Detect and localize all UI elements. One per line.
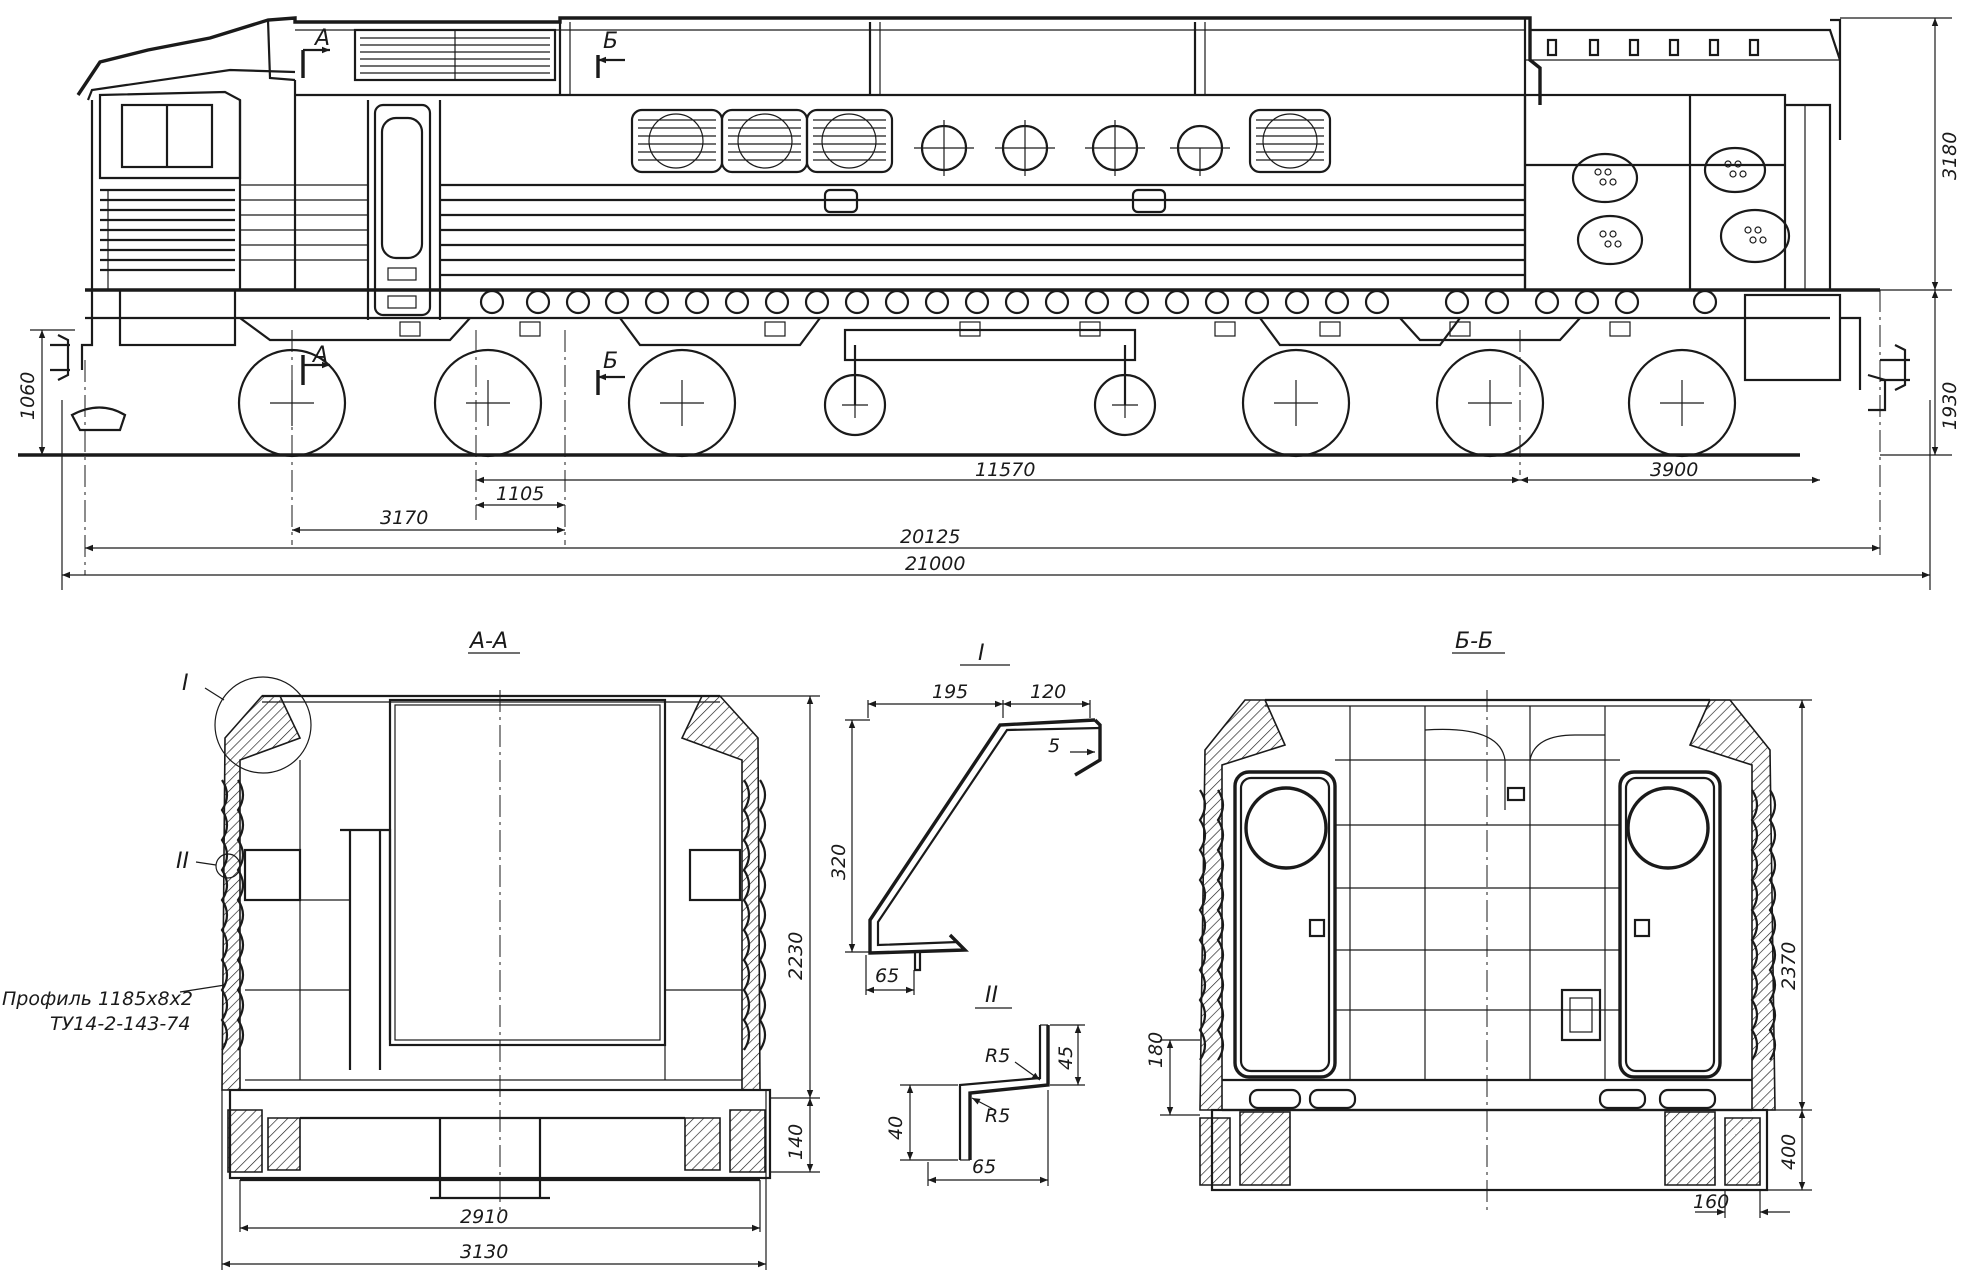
svg-text:2370: 2370 <box>1778 942 1800 990</box>
dim-40: 40 <box>885 1084 958 1161</box>
dim-195: 195 <box>867 681 1004 718</box>
svg-text:195: 195 <box>932 681 968 703</box>
svg-text:3170: 3170 <box>380 507 428 529</box>
svg-text:2910: 2910 <box>460 1206 508 1228</box>
dim-140: 140 <box>770 1097 820 1173</box>
dim-1060: 1060 <box>17 329 75 455</box>
dim-r5-upper: R5 <box>985 1045 1041 1081</box>
dim-21000: 21000 <box>62 553 1930 579</box>
svg-text:А: А <box>311 343 328 368</box>
svg-text:3130: 3130 <box>460 1241 508 1263</box>
svg-text:65: 65 <box>972 1156 996 1178</box>
svg-text:320: 320 <box>828 844 850 880</box>
section-mark-b-top: Б <box>596 29 625 78</box>
svg-text:1930: 1930 <box>1939 382 1961 430</box>
detail-i: I 195 120 5 320 <box>828 641 1102 995</box>
profile-note: Профиль 1185х8х2 <box>2 988 193 1010</box>
dim-320: 320 <box>828 719 870 953</box>
section-bb: Б-Б <box>1145 629 1812 1218</box>
svg-text:2230: 2230 <box>785 932 807 980</box>
svg-text:R5: R5 <box>985 1105 1010 1127</box>
svg-text:21000: 21000 <box>905 553 965 575</box>
svg-text:А: А <box>313 26 330 51</box>
dim-2370: 2370 <box>1710 699 1812 1111</box>
dim-65-detail-ii: 65 <box>927 1090 1049 1186</box>
svg-text:65: 65 <box>875 965 899 987</box>
detail-i-title: I <box>978 641 985 666</box>
dim-5: 5 <box>1048 735 1095 757</box>
frame-rivets <box>479 289 1718 315</box>
callout-i-label: I <box>182 671 189 696</box>
callout-ii-label: II <box>176 849 189 874</box>
section-mark-a-top: А <box>301 26 330 78</box>
svg-text:400: 400 <box>1778 1134 1800 1170</box>
dim-45: 45 <box>1050 1024 1085 1086</box>
svg-text:3180: 3180 <box>1939 132 1961 180</box>
dim-2910: 2910 <box>239 1180 761 1232</box>
dim-160: 160 <box>1693 1190 1790 1218</box>
dim-3180: 3180 <box>1840 17 1961 291</box>
dim-1930: 1930 <box>1880 290 1961 456</box>
section-bb-title: Б-Б <box>1455 629 1493 654</box>
side-view: А А Б Б 3900 <box>17 16 1961 590</box>
svg-text:1060: 1060 <box>17 372 39 420</box>
svg-text:Б: Б <box>603 349 618 374</box>
section-mark-b-bottom: Б <box>596 349 625 395</box>
svg-text:Б: Б <box>603 29 618 54</box>
svg-text:3900: 3900 <box>1650 459 1698 481</box>
dim-11570: 11570 <box>476 459 1520 484</box>
svg-text:45: 45 <box>1055 1046 1077 1070</box>
dim-3900: 3900 <box>1520 459 1820 484</box>
svg-text:180: 180 <box>1145 1032 1167 1068</box>
dim-120: 120 <box>1003 681 1091 718</box>
dim-3170: 3170 <box>292 507 565 534</box>
detail-ii-title: II <box>985 983 998 1008</box>
svg-text:1105: 1105 <box>496 483 544 505</box>
profile-spec: ТУ14-2-143-74 <box>50 1013 190 1035</box>
dim-3130: 3130 <box>221 1090 767 1270</box>
wheels <box>237 348 1737 458</box>
section-mark-a-bottom: А <box>301 343 330 385</box>
svg-text:120: 120 <box>1030 681 1066 703</box>
dim-180: 180 <box>1145 1032 1200 1116</box>
section-aa: А-А <box>2 629 820 1270</box>
svg-text:40: 40 <box>885 1116 907 1140</box>
svg-text:140: 140 <box>785 1124 807 1160</box>
dim-20125: 20125 <box>85 526 1880 552</box>
dim-65-detail-i: 65 <box>865 955 915 995</box>
svg-text:160: 160 <box>1693 1191 1729 1213</box>
section-aa-title: А-А <box>468 629 508 654</box>
dim-2230: 2230 <box>720 695 820 1098</box>
dim-r5-lower: R5 <box>971 1097 1010 1127</box>
dim-1105: 1105 <box>476 483 565 509</box>
svg-text:20125: 20125 <box>900 526 960 548</box>
dim-400: 400 <box>1768 1110 1812 1191</box>
svg-text:5: 5 <box>1048 735 1060 757</box>
detail-ii: II R5 R5 45 40 65 <box>885 983 1085 1186</box>
svg-text:R5: R5 <box>985 1045 1010 1067</box>
svg-text:11570: 11570 <box>975 459 1035 481</box>
